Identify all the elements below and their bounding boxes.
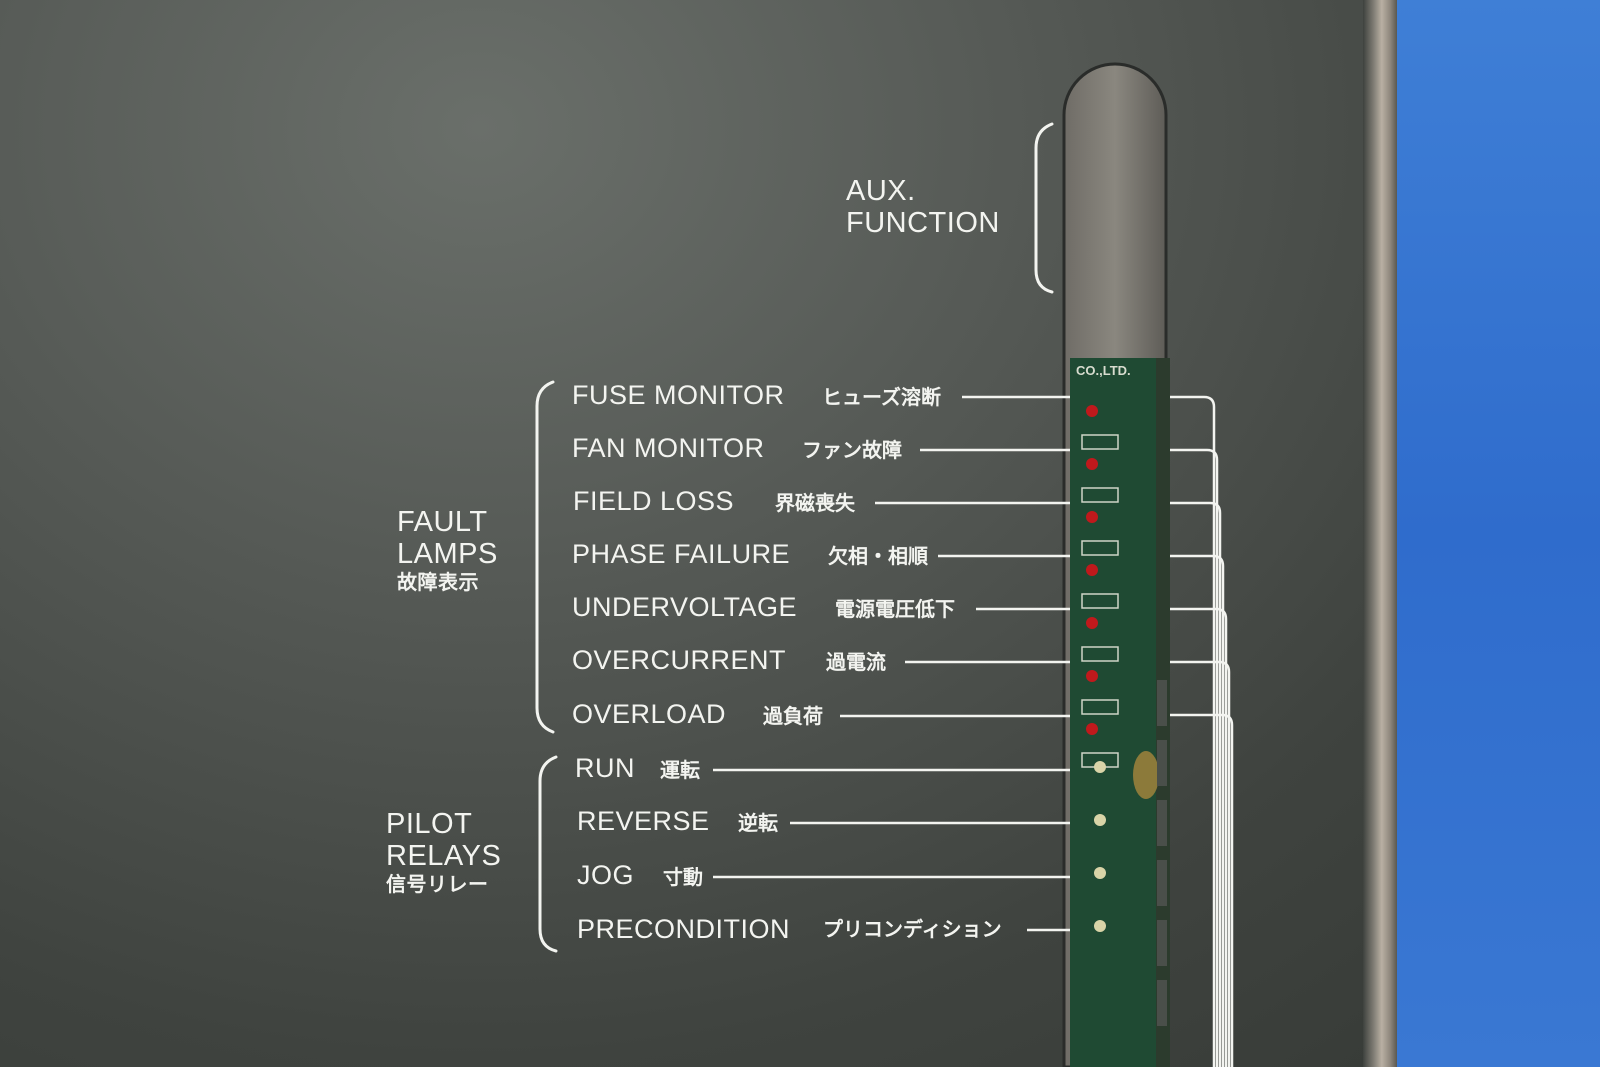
fault-item-jp: ファン故障	[802, 440, 902, 462]
pilot-item-en: PRECONDITION	[577, 914, 791, 944]
fault-led	[1086, 723, 1098, 735]
fault-item-en: FIELD LOSS	[573, 486, 735, 516]
fault-led	[1086, 670, 1098, 682]
pcb-text: CO.,LTD.	[1076, 363, 1131, 378]
relay-led	[1094, 867, 1106, 879]
pcb-connector	[1157, 680, 1167, 726]
pilot-item-jp: 運転	[660, 760, 700, 782]
fault-led	[1086, 405, 1098, 417]
fault-item-jp: 過電流	[826, 652, 886, 674]
aux-line2: FUNCTION	[846, 207, 1000, 239]
fault-item-en: OVERLOAD	[572, 699, 727, 729]
pcb-silkscreen-box	[1081, 434, 1119, 450]
aux-line1: AUX.	[846, 175, 916, 207]
pcb-board	[1070, 358, 1156, 1067]
fault-item-en: UNDERVOLTAGE	[572, 592, 798, 622]
pcb-connector	[1157, 980, 1167, 1026]
relay-led	[1094, 761, 1106, 773]
fault-item-jp: 過負荷	[763, 706, 823, 728]
fault-item-jp: ヒューズ溶断	[822, 387, 941, 409]
fault-bracket	[535, 380, 555, 734]
fault-item-en: FUSE MONITOR	[572, 380, 785, 410]
connector-trace	[1170, 660, 1231, 1067]
pcb-connector	[1157, 740, 1167, 786]
fault-item-en: FAN MONITOR	[572, 433, 765, 463]
fault-item-jp: 界磁喪失	[775, 493, 855, 515]
pilot-item-en: RUN	[575, 753, 635, 783]
fault-led	[1086, 458, 1098, 470]
pcb-connector	[1157, 860, 1167, 906]
fault-led	[1086, 564, 1098, 576]
pilot-item-jp: 逆転	[738, 813, 778, 835]
connector-trace	[1170, 395, 1216, 1067]
pcb-component	[1133, 751, 1159, 799]
pilot-item-jp: 寸動	[663, 867, 703, 889]
aux-function-label: AUX. FUNCTION	[846, 175, 1000, 239]
pilot-item-en: JOG	[577, 860, 635, 890]
fault-line2: LAMPS	[397, 538, 498, 570]
connector-trace	[1170, 501, 1222, 1067]
fault-led	[1086, 511, 1098, 523]
connector-trace	[1170, 448, 1219, 1067]
relay-led	[1094, 920, 1106, 932]
aux-bracket	[1034, 122, 1054, 294]
pcb-silkscreen-box	[1081, 699, 1119, 715]
panel-edge	[1363, 0, 1397, 1067]
background-sky	[1385, 0, 1600, 1067]
fault-item-en: OVERCURRENT	[572, 645, 787, 675]
pilot-item-en: REVERSE	[577, 806, 710, 836]
connector-trace	[1170, 554, 1225, 1067]
pilot-bracket	[538, 755, 558, 953]
pilot-line1: PILOT	[386, 808, 473, 840]
fault-jp: 故障表示	[397, 572, 479, 594]
connector-trace	[1170, 607, 1228, 1067]
pcb-silkscreen-box	[1081, 540, 1119, 556]
fault-line1: FAULT	[397, 506, 488, 538]
pcb-silkscreen-box	[1081, 487, 1119, 503]
pilot-item-jp: プリコンディション	[823, 919, 1002, 941]
pilot-relays-label: PILOT RELAYS 信号リレー	[386, 808, 501, 898]
fault-led	[1086, 617, 1098, 629]
pilot-line2: RELAYS	[386, 840, 502, 872]
fault-lamps-label: FAULT LAMPS 故障表示	[397, 506, 498, 596]
fault-item-jp: 電源電圧低下	[835, 599, 955, 621]
fault-item-en: PHASE FAILURE	[572, 539, 791, 569]
pcb-connector	[1157, 920, 1167, 966]
relay-led	[1094, 814, 1106, 826]
pcb-connector	[1157, 800, 1167, 846]
pcb-silkscreen-box	[1081, 593, 1119, 609]
pcb-silkscreen-box	[1081, 646, 1119, 662]
connector-trace	[1170, 713, 1234, 1067]
pilot-jp: 信号リレー	[386, 874, 489, 896]
fault-item-jp: 欠相・相順	[828, 546, 928, 568]
